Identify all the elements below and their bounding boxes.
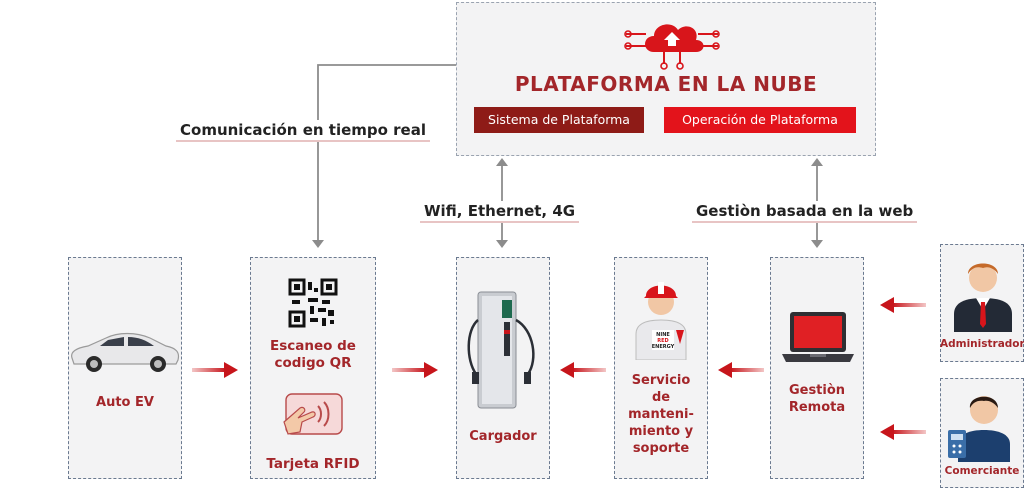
qr-label: Escaneo de codigo QR — [270, 338, 356, 371]
flow-arrow-ev-qr — [192, 362, 238, 378]
car-icon — [71, 332, 180, 372]
flow-arrow-qr-charger — [392, 362, 438, 378]
technician-icon: NINE RED ENERGY — [635, 282, 687, 360]
admin-label: Administrador — [940, 338, 1024, 350]
administrator-icon — [954, 263, 1012, 332]
flow-arrow-merchant-remote — [880, 424, 926, 440]
charger-link-label: Wifi, Ethernet, 4G — [420, 201, 580, 223]
qr-code-icon — [288, 278, 338, 328]
platform-operation-button[interactable]: Operación de Plataforma — [664, 107, 856, 133]
service-label: Servicio de manteni- miento y soporte — [628, 373, 694, 456]
shirt-text-1: NINE — [656, 332, 670, 338]
cloud-title: PLATAFORMA EN LA NUBE — [514, 72, 818, 96]
laptop-icon — [782, 312, 854, 362]
shirt-text-2: RED — [657, 338, 668, 344]
shirt-text-3: ENERGY — [652, 344, 675, 350]
merchant-label: Comerciante — [944, 465, 1020, 477]
cloud-icon — [624, 24, 720, 70]
web-management-label-text: Gestiòn basada en la web — [696, 202, 914, 220]
merchant-icon — [948, 396, 1010, 462]
web-management-label: Gestiòn basada en la web — [692, 201, 918, 223]
platform-system-button[interactable]: Sistema de Plataforma — [474, 107, 644, 133]
remote-box — [770, 257, 864, 479]
flow-arrow-service-charger — [560, 362, 606, 378]
realtime-connector — [317, 64, 456, 240]
charger-link-label-text: Wifi, Ethernet, 4G — [424, 202, 576, 220]
charger-label: Cargador — [469, 429, 537, 444]
rfid-card-icon — [283, 393, 343, 435]
realtime-label: Comunicación en tiempo real — [176, 120, 430, 142]
charger-icon — [467, 291, 535, 409]
realtime-label-text: Comunicación en tiempo real — [180, 121, 426, 139]
ev-label: Auto EV — [96, 395, 154, 410]
flow-arrow-admin-remote — [880, 297, 926, 313]
flow-arrow-remote-service — [718, 362, 764, 378]
rfid-label: Tarjeta RFID — [266, 456, 360, 472]
access-box — [250, 257, 376, 479]
remote-label: Gestiòn Remota — [788, 383, 846, 415]
